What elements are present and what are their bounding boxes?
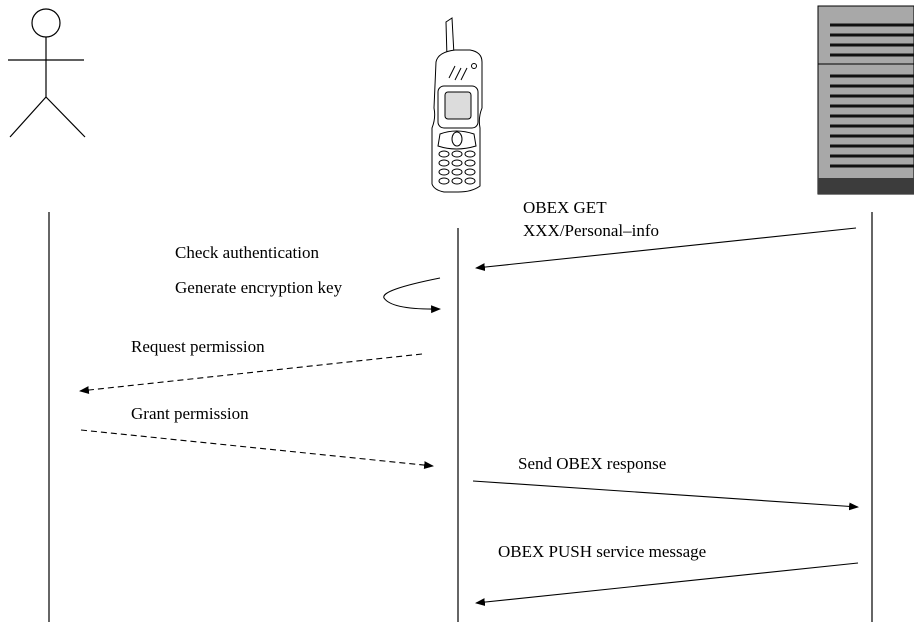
self-loop-arrow <box>383 277 441 314</box>
server-rack-icon <box>817 5 914 195</box>
request-permission-arrow <box>79 353 423 394</box>
mobile-phone-icon <box>431 17 483 193</box>
send-response-arrow <box>472 480 859 511</box>
send-response-label: Send OBEX response <box>518 454 666 473</box>
grant-permission-label: Grant permission <box>131 404 249 423</box>
obex-get-label-line2: XXX/Personal–info <box>523 221 659 240</box>
request-permission-label: Request permission <box>131 337 265 356</box>
obex-get-arrow <box>475 227 857 272</box>
obex-get-label-line1: OBEX GET <box>523 198 607 217</box>
push-message-label: OBEX PUSH service message <box>498 542 706 561</box>
stick-figure-icon <box>8 8 86 138</box>
gen-key-label: Generate encryption key <box>175 278 343 297</box>
grant-permission-arrow <box>80 429 434 470</box>
check-auth-label: Check authentication <box>175 243 319 262</box>
push-message-arrow <box>475 562 859 607</box>
